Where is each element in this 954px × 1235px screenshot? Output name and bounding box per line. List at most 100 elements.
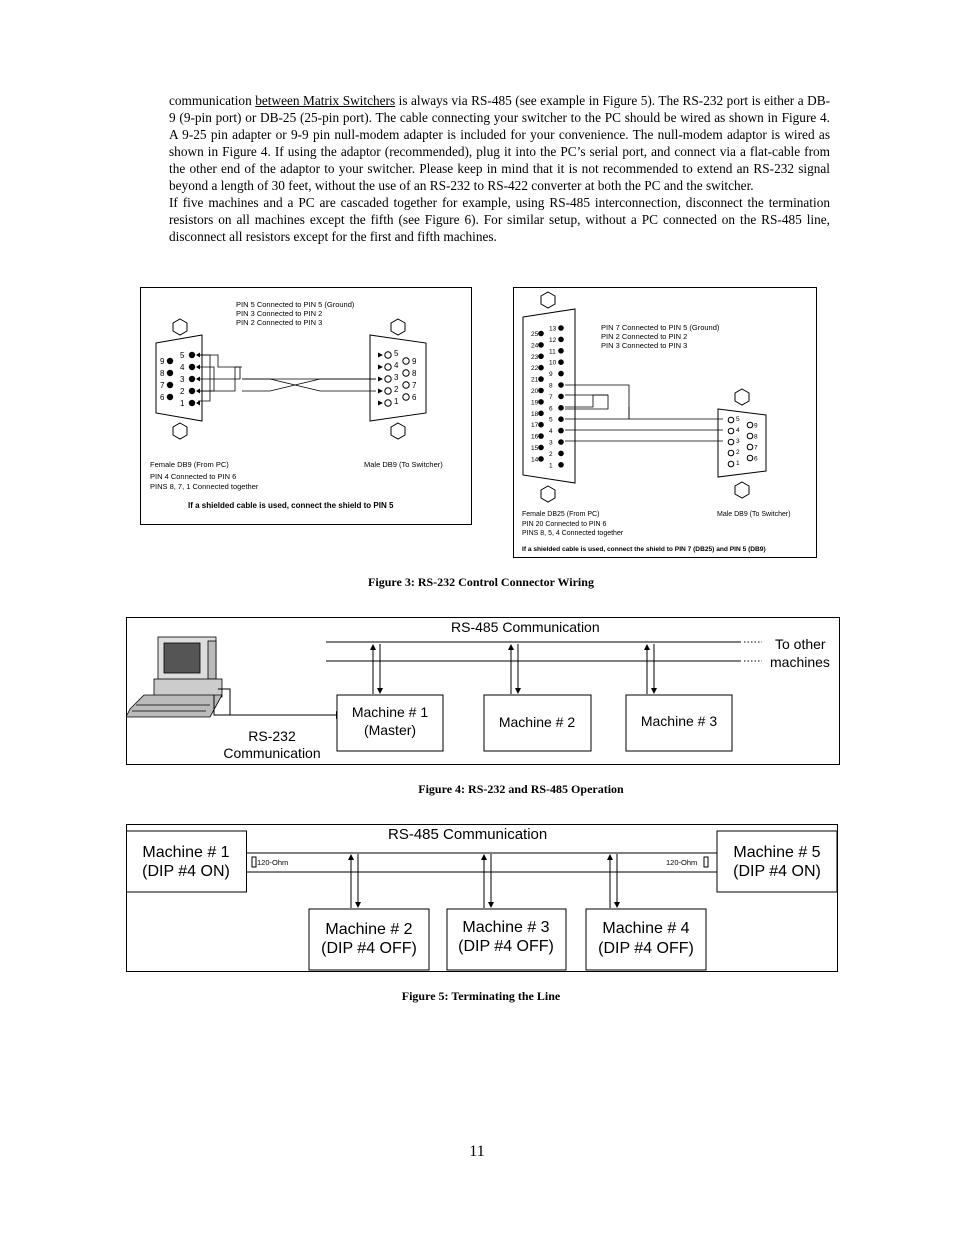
- machine-1-master: [336, 694, 444, 752]
- right-pin-9: [402, 357, 410, 365]
- fig3b-note-2: PIN 2 Connected to PIN 2: [601, 332, 687, 341]
- db9b-pin-8: [746, 432, 754, 440]
- right-screw-top-icon: [390, 318, 406, 336]
- machine-3: [625, 694, 733, 752]
- db25-pin-num-20: 20: [531, 388, 539, 395]
- db25-pin-num-9: 9: [549, 371, 553, 378]
- fig3a-note-2: PIN 3 Connected to PIN 2: [236, 309, 322, 318]
- figure-4-caption: Figure 4: RS-232 and RS-485 Operation: [418, 782, 624, 796]
- fig3b-left-label: Female DB25 (From PC): [522, 511, 599, 518]
- fig3a-bottom-note-2: PINS 8, 7, 1 Connected together: [150, 482, 259, 491]
- db25-pin-num-11: 11: [549, 348, 556, 355]
- fig4-other-2: machines: [770, 654, 830, 670]
- db25-screw-bottom-icon: [540, 485, 556, 503]
- computer-icon: [126, 636, 223, 718]
- db25-pin-17: [538, 421, 544, 428]
- right-pin-num-2: 2: [394, 385, 399, 394]
- db25-pin-2: [558, 450, 564, 457]
- fig5-bus-label: RS-485 Communication: [388, 826, 547, 843]
- right-pin-5: [384, 351, 392, 359]
- db25-pin-16: [538, 433, 544, 439]
- fig3a-wires: [198, 354, 376, 402]
- db25-pin-num-14: 14: [531, 456, 539, 463]
- db9b-pin-7: [746, 443, 754, 451]
- db25-pin-num-25: 25: [531, 331, 539, 338]
- m5-machine-1: [126, 830, 247, 893]
- machine-3-label: Machine # 3: [641, 713, 717, 729]
- left-pin-arrow: [196, 400, 200, 406]
- left-screw-bottom-icon: [172, 422, 188, 440]
- m5-machine-2-label: Machine # 2: [325, 921, 412, 938]
- left-pin-9: [166, 357, 174, 365]
- db9-screw-top-icon: [734, 388, 750, 406]
- right-pin-3: [384, 375, 392, 383]
- rs232-label: RS-232: [248, 728, 296, 744]
- db25-pin-9: [558, 370, 564, 377]
- figure-5-terminating: RS-485 Communication 120-Ohm 120-Ohm Mac…: [126, 824, 838, 972]
- left-pin-4: [188, 363, 196, 371]
- left-pin-2: [188, 387, 196, 395]
- db9b-pin-num-3: 3: [736, 438, 740, 445]
- db25-screw-top-icon: [540, 291, 556, 309]
- db25-pin-num-6: 6: [549, 405, 553, 412]
- m5-machine-2-sub: (DIP #4 OFF): [321, 940, 417, 957]
- left-pin-8: [166, 369, 174, 377]
- db25-pin-num-3: 3: [549, 440, 553, 447]
- db25-pin-num-12: 12: [549, 337, 557, 344]
- right-db9-shell: [369, 334, 427, 422]
- paragraph-1: communication between Matrix Switchers i…: [169, 92, 830, 194]
- left-pin-3: [188, 375, 196, 383]
- figure-5-caption: Figure 5: Terminating the Line: [401, 989, 561, 1003]
- db9b-pin-4: [727, 427, 735, 435]
- fig4-arrow-3-up-head: [644, 644, 650, 650]
- db25-pin-num-1: 1: [549, 462, 553, 469]
- right-pin-num-7: 7: [412, 381, 417, 390]
- fig5-arrow-4-up-head: [607, 854, 613, 860]
- left-pin-7: [166, 381, 174, 389]
- fig5-arrow-4-down-head: [614, 902, 620, 908]
- fig3b-note-3: PIN 3 Connected to PIN 3: [601, 341, 687, 350]
- left-pin-num-4: 4: [180, 363, 185, 372]
- db25-pin-dots: 1312111098765432125242322212019181716151…: [531, 325, 564, 469]
- fig3a-note-3: PIN 2 Connected to PIN 3: [236, 318, 322, 327]
- m5-machine-5-label: Machine # 5: [733, 844, 820, 861]
- db25-pin-18: [538, 410, 544, 417]
- left-pin-num-6: 6: [160, 393, 165, 402]
- m5-machine-3: [446, 908, 567, 971]
- machine-2-label: Machine # 2: [499, 714, 575, 730]
- right-pin-2: [384, 387, 392, 395]
- right-pin-arrow: [378, 400, 383, 406]
- right-pin-num-1: 1: [394, 397, 399, 406]
- db25-pin-20: [538, 387, 544, 394]
- db9b-pin-num-6: 6: [754, 456, 758, 463]
- fig5-arrow-2-up-head: [348, 854, 354, 860]
- fig4-other-1: To other: [775, 636, 826, 652]
- db25-pin-7: [558, 393, 564, 400]
- fig3b-shield-note: If a shielded cable is used, connect the…: [522, 546, 766, 553]
- left-pin-num-7: 7: [160, 381, 165, 390]
- db25-pin-8: [558, 382, 564, 388]
- right-pin-arrow: [378, 352, 383, 358]
- db25-pin-num-23: 23: [531, 354, 539, 361]
- fig4-arrow-2-down-head: [515, 688, 521, 694]
- p1-post: is always via RS-485 (see example in Fig…: [169, 93, 830, 193]
- fig5-arrow-2-down-head: [355, 902, 361, 908]
- fig3a-left-label: Female DB9 (From PC): [150, 460, 229, 469]
- db25-pin-num-24: 24: [531, 342, 539, 349]
- db9b-pin-9: [746, 421, 754, 429]
- left-pin-num-1: 1: [180, 399, 185, 408]
- fig4-arrow-3-down-head: [651, 688, 657, 694]
- db25-pin-23: [538, 353, 544, 360]
- page-number: 11: [469, 1143, 485, 1160]
- m5-machine-5: [716, 830, 838, 893]
- db25-pin-num-16: 16: [531, 434, 539, 441]
- db25-pin-22: [538, 364, 544, 371]
- db25-pin-5: [558, 416, 564, 422]
- db9b-pin-6: [746, 454, 754, 462]
- fig5-arrow-3-up-head: [481, 854, 487, 860]
- m5-machine-5-sub: (DIP #4 ON): [733, 863, 821, 880]
- db9b-pin-num-1: 1: [736, 460, 740, 467]
- db25-pin-24: [538, 342, 544, 348]
- right-pin-4: [384, 363, 392, 371]
- db25-pin-4: [558, 427, 564, 434]
